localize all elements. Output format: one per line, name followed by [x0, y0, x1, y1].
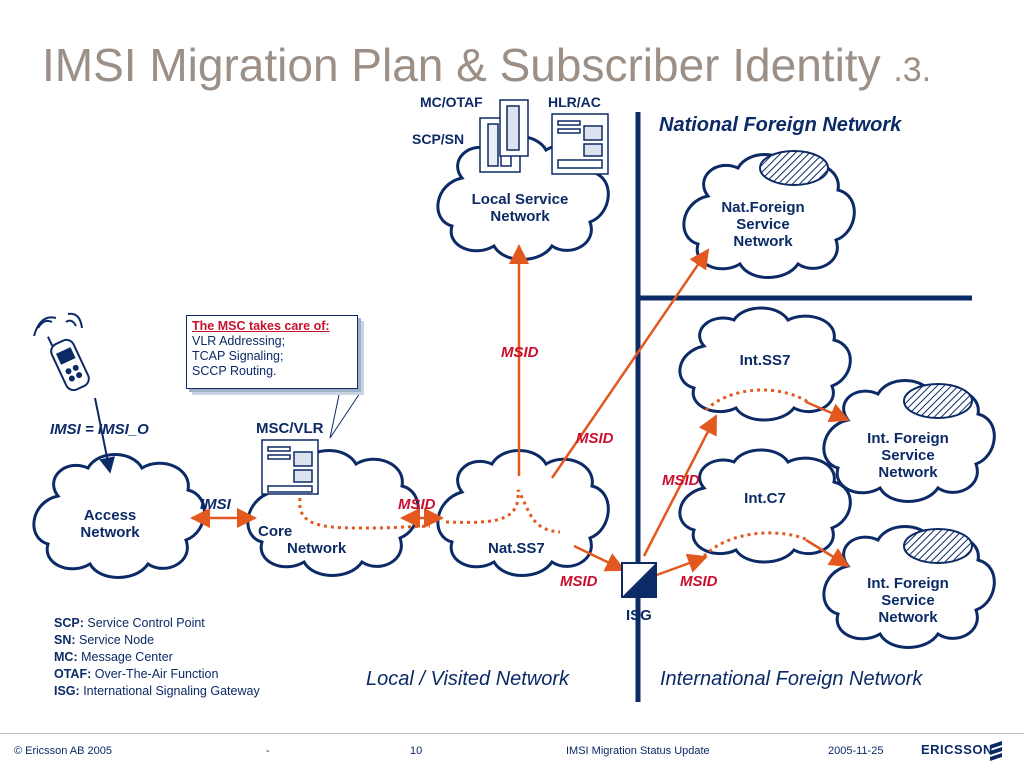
dotted-core-path [298, 497, 431, 530]
link-label-msid-natforeign: MSID [576, 430, 614, 447]
label-nat-ss7: Nat.SS7 [488, 540, 545, 557]
hatched-cloud-icon [903, 383, 973, 419]
link-isg-intc7 [653, 553, 708, 578]
label-isg: ISG [626, 607, 652, 624]
legend-item: SN: Service Node [54, 633, 155, 647]
link-label-msid-intc7: MSID [680, 573, 718, 590]
label-imsi-eq: IMSI = IMSI_O [50, 421, 149, 438]
callout-line: SCCP Routing. [192, 364, 277, 378]
link-label-msid-isg: MSID [560, 573, 598, 590]
label-core: Core [258, 523, 293, 540]
label-int-c7: Int.C7 [744, 490, 786, 507]
label-mc-otaf: MC/OTAF [420, 94, 483, 110]
abbreviation-legend: SCP: Service Control Point SN: Service N… [54, 615, 260, 700]
title-number: .3. [893, 51, 932, 89]
hatched-cloud-icon [903, 528, 973, 564]
label-core-network: Network [287, 540, 347, 557]
link-label-msid-local: MSID [501, 344, 539, 361]
link-label-imsi: IMSI [200, 496, 231, 513]
legend-item: ISG: International Signaling Gateway [54, 684, 260, 698]
msc-callout: The MSC takes care of: VLR Addressing; T… [186, 315, 358, 389]
label-msc-vlr: MSC/VLR [256, 420, 324, 437]
page-title: IMSI Migration Plan & Subscriber Identit… [42, 38, 931, 92]
callout-pointer [329, 389, 363, 439]
region-international-foreign: International Foreign Network [660, 668, 923, 690]
footer-divider [0, 733, 1024, 734]
link-label-msid-intss7: MSID [662, 472, 700, 489]
callout-line: TCAP Signaling; [192, 349, 284, 363]
region-local-visited: Local / Visited Network [366, 668, 570, 690]
access-cloud [32, 453, 206, 579]
callout-heading: The MSC takes care of: [192, 319, 330, 333]
legend-item: OTAF: Over-The-Air Function [54, 667, 219, 681]
footer-date: 2005-11-25 [828, 745, 884, 757]
isg-gateway-icon [621, 562, 657, 598]
footer-copyright: © Ericsson AB 2005 [14, 745, 112, 757]
link-intc7-intforeign [805, 538, 850, 568]
label-scp-sn: SCP/SN [412, 131, 465, 147]
hatched-cloud-icon [759, 150, 829, 186]
footer-page-number: 10 [410, 745, 423, 757]
int-ss7-cloud [678, 306, 852, 422]
label-hlr-ac: HLR/AC [548, 94, 601, 110]
region-national-foreign: National Foreign Network [659, 114, 902, 136]
title-text: IMSI Migration Plan & Subscriber Identit… [42, 39, 894, 91]
int-c7-cloud [678, 448, 852, 564]
server-icon [551, 113, 609, 175]
link-label-msid-core: MSID [398, 496, 436, 513]
label-int-ss7: Int.SS7 [739, 352, 791, 369]
callout-line: VLR Addressing; [192, 334, 286, 348]
legend-item: SCP: Service Control Point [54, 616, 205, 630]
server-icon [261, 439, 319, 495]
legend-item: MC: Message Center [54, 650, 173, 664]
dotted-intc7-path [702, 531, 809, 558]
phone-to-access-arrow [94, 397, 115, 474]
link-intss7-intforeign [805, 400, 850, 423]
dotted-natss7-path [445, 489, 561, 534]
link-isg-intss7 [642, 414, 718, 557]
footer-document-title: IMSI Migration Status Update [566, 745, 710, 757]
server-icon [479, 99, 529, 173]
footer-dash: - [266, 745, 270, 757]
link-natss7-isg [573, 544, 626, 572]
phone-icon [33, 312, 90, 392]
nat-ss7-cloud [436, 449, 610, 577]
dotted-intss7-path [704, 388, 809, 412]
link-natss7-natforeign [550, 248, 710, 479]
ericsson-logo-text: ERICSSON [921, 742, 993, 757]
ericsson-logo-icon [990, 741, 1002, 761]
